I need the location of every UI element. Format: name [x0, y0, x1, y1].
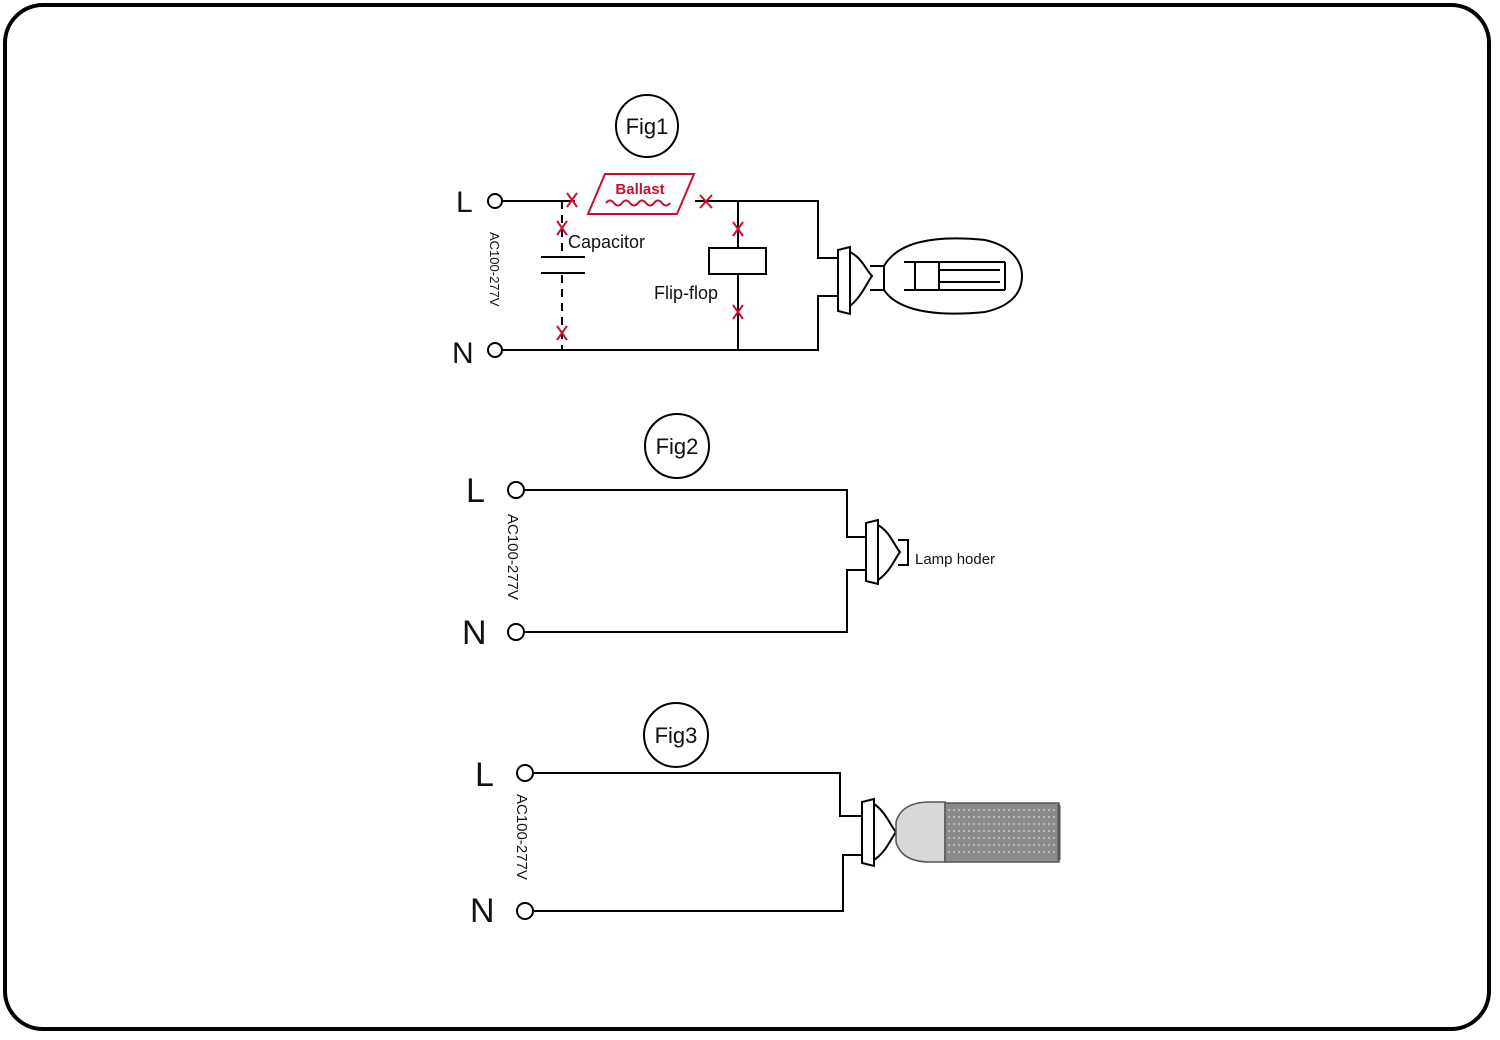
fig3-title-circle: [643, 702, 709, 768]
fig3-title: Fig3: [655, 723, 698, 748]
fig2-title: Fig2: [656, 434, 699, 459]
cut-mark: [699, 194, 713, 209]
fig2-wire-top: [524, 489, 866, 538]
figure-3: Fig3 L N AC100-277V: [470, 702, 1061, 930]
lamp-holder-label: Lamp hoder: [915, 551, 995, 568]
fig3-wire-bottom: [533, 854, 862, 912]
ballast-box: [586, 173, 696, 215]
capacitor-symbol: [541, 256, 585, 274]
fig3-terminal-n: [516, 902, 534, 920]
diagram-frame: [3, 3, 1491, 1031]
lamp-holder: [865, 518, 909, 586]
fig1-voltage-label: AC100-277V: [487, 232, 502, 307]
flipflop-box: [708, 247, 767, 275]
fig2-neutral-label: N: [462, 614, 487, 652]
fig3-voltage-label: AC100-277V: [513, 794, 530, 880]
fig1-title-circle: [615, 94, 679, 158]
figure-1: Fig1 L N AC100-277V Ballast Capacitor Fl…: [452, 94, 1024, 370]
cut-mark: [556, 325, 568, 341]
cut-mark: [732, 221, 744, 237]
fig2-line-label: L: [466, 472, 485, 510]
fig3-terminal-l: [516, 764, 534, 782]
ballast-coil: [605, 199, 671, 207]
cut-mark: [566, 192, 578, 208]
fig3-neutral-label: N: [470, 892, 495, 930]
fig3-line-label: L: [475, 756, 494, 794]
ballast-label: Ballast: [615, 181, 664, 198]
fig1-wire-bottom: [502, 295, 838, 351]
fig1-neutral-label: N: [452, 337, 474, 370]
hid-lamp: [837, 237, 1024, 316]
fig1-title: Fig1: [626, 114, 669, 139]
fig2-voltage-label: AC100-277V: [504, 514, 521, 600]
fig2-title-circle: [644, 413, 710, 479]
led-corn-lamp: [861, 797, 1061, 868]
cut-marks: [556, 192, 744, 341]
fig1-terminal-n: [487, 342, 503, 358]
fig1-line-label: L: [456, 186, 473, 219]
cut-mark: [732, 304, 744, 320]
fig2-terminal-l: [507, 481, 525, 499]
flipflop-label: Flip-flop: [654, 283, 718, 303]
fig2-wire-bottom: [524, 569, 866, 633]
fig1-wire-top-right: [695, 200, 838, 259]
cut-mark: [556, 220, 568, 236]
figure-2: Fig2 L N AC100-277V Lamp hoder: [462, 413, 995, 652]
fig1-terminal-l: [487, 193, 503, 209]
fig3-wire-top: [533, 772, 862, 817]
capacitor-label: Capacitor: [568, 232, 645, 252]
fig2-terminal-n: [507, 623, 525, 641]
